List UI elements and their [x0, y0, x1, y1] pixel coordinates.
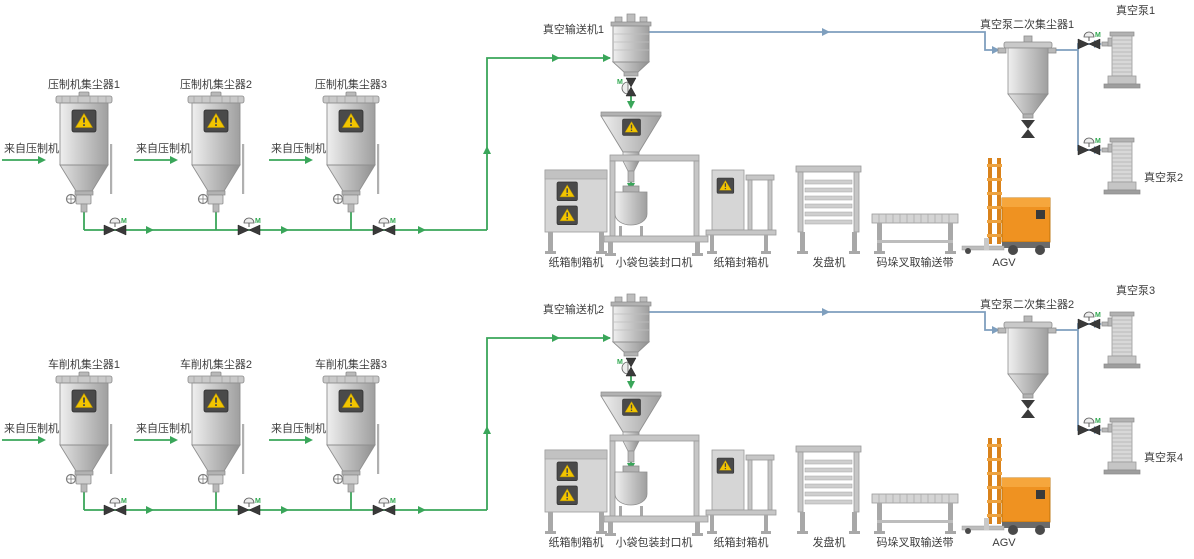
secondary-collector-label: 真空泵二次集尘器2 — [980, 297, 1074, 311]
vacuum-conveyor-label: 真空输送机1 — [543, 22, 604, 36]
machine-label-tray-dispenser: 发盘机 — [813, 535, 846, 549]
pump-label: 真空泵4 — [1144, 450, 1183, 464]
machine-label-carton-sealer: 纸箱封箱机 — [714, 255, 769, 269]
machine-label-bag-sealer: 小袋包装封口机 — [616, 535, 693, 549]
row-top: 压制机集尘器1 压制机集尘器2 压制机集尘器3 来自压制机 来自压制机 来自压制… — [2, 3, 1183, 269]
collector-label: 车削机集尘器1 — [48, 357, 120, 371]
collector-label: 车削机集尘器3 — [315, 357, 387, 371]
pump-label: 真空泵1 — [1116, 3, 1155, 17]
inlet-label: 来自压制机 — [4, 141, 59, 155]
collector-label: 压制机集尘器2 — [180, 77, 252, 91]
collector-label: 车削机集尘器2 — [180, 357, 252, 371]
collector-label: 压制机集尘器1 — [48, 77, 120, 91]
machine-label-carton-former: 纸箱制箱机 — [549, 535, 604, 549]
inlet-label: 来自压制机 — [271, 141, 326, 155]
machine-label-palletizing-conveyor: 码垛叉取输送带 — [877, 535, 954, 549]
machine-label-agv: AGV — [992, 537, 1016, 549]
inlet-label: 来自压制机 — [4, 421, 59, 435]
secondary-collector-label: 真空泵二次集尘器1 — [980, 17, 1074, 31]
row-bottom-graphics — [2, 294, 1140, 536]
inlet-label: 来自压制机 — [136, 421, 191, 435]
row-top-graphics — [2, 14, 1140, 256]
collector-label: 压制机集尘器3 — [315, 77, 387, 91]
machine-label-carton-sealer: 纸箱封箱机 — [714, 535, 769, 549]
pump-label: 真空泵3 — [1116, 283, 1155, 297]
machine-label-palletizing-conveyor: 码垛叉取输送带 — [877, 255, 954, 269]
inlet-label: 来自压制机 — [136, 141, 191, 155]
machine-label-agv: AGV — [992, 257, 1016, 269]
machine-label-tray-dispenser: 发盘机 — [813, 255, 846, 269]
row-bottom: 车削机集尘器1 车削机集尘器2 车削机集尘器3 来自压制机 来自压制机 来自压制… — [2, 283, 1183, 549]
vacuum-conveyor-label: 真空输送机2 — [543, 302, 604, 316]
machine-label-carton-former: 纸箱制箱机 — [549, 255, 604, 269]
machine-label-bag-sealer: 小袋包装封口机 — [616, 255, 693, 269]
inlet-label: 来自压制机 — [271, 421, 326, 435]
pump-label: 真空泵2 — [1144, 170, 1183, 184]
